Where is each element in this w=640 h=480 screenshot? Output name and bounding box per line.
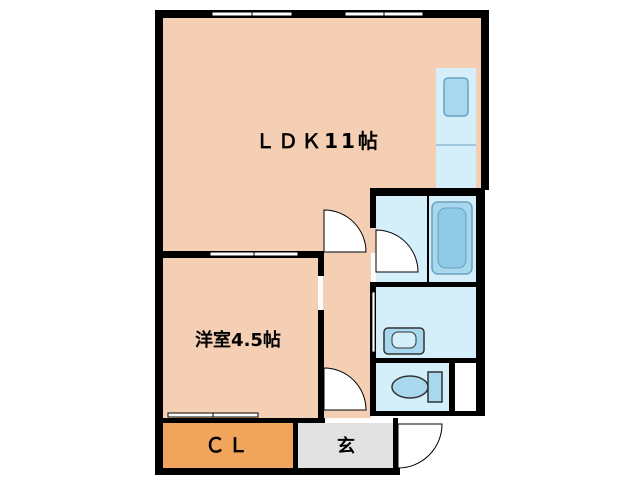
western-label: 洋室4.5帖 [195, 329, 281, 351]
kitchen-sink [443, 77, 469, 117]
closet-label: ＣＬ [205, 433, 251, 457]
ldk-label: ＬＤＫ11帖 [255, 129, 381, 153]
doors [323, 209, 443, 469]
windows [167, 11, 424, 418]
storage-small [455, 363, 475, 411]
wash-basin-bowl [391, 331, 417, 349]
entrance [298, 423, 393, 468]
entrance-label: 玄 [337, 435, 355, 457]
toilet-bowl [391, 375, 429, 399]
bathtub-inner [437, 207, 467, 269]
toilet-tank [427, 371, 443, 403]
western-room [163, 258, 318, 418]
closet [163, 423, 293, 468]
